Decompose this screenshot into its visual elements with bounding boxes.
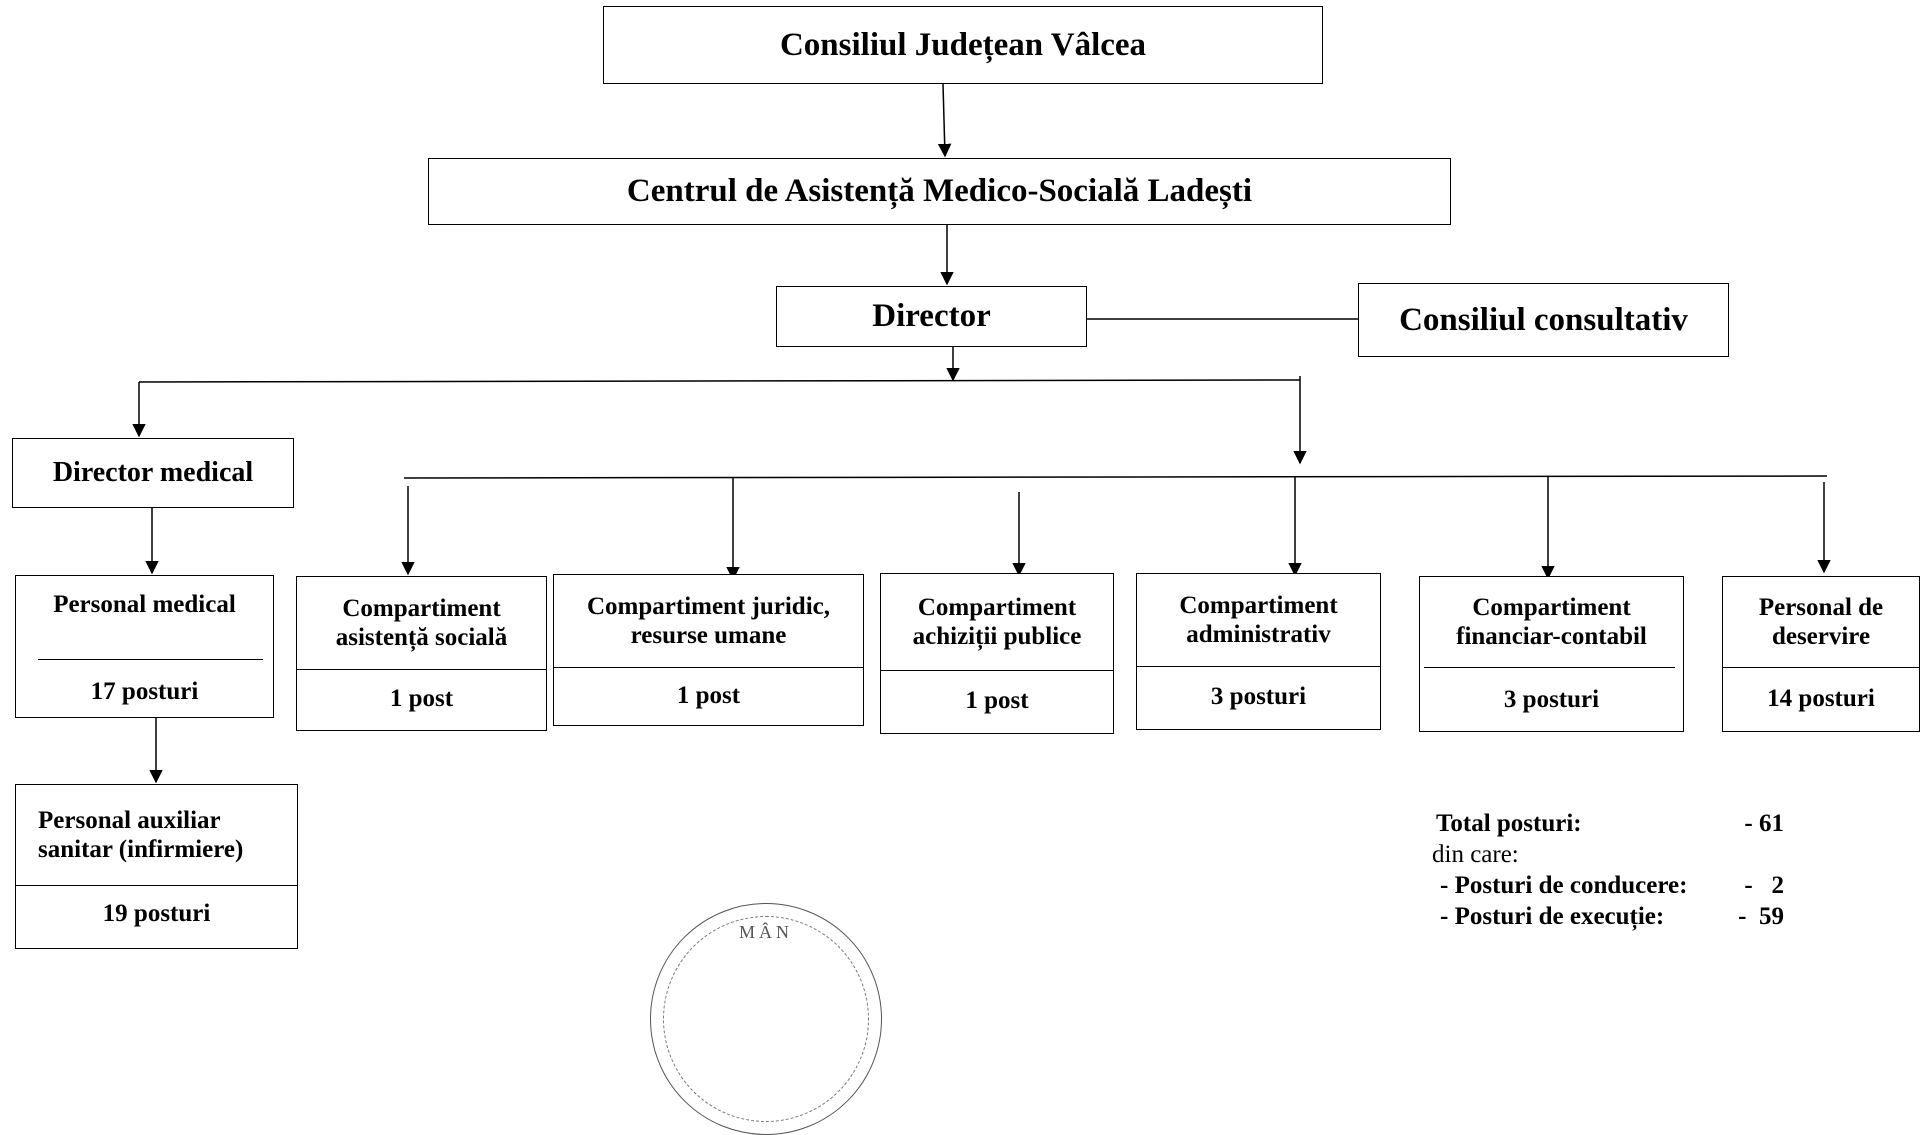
medical-staff-count: 17 posturi (90, 678, 199, 705)
official-stamp: MÂN (650, 903, 882, 1135)
stamp-text: MÂN (738, 922, 793, 942)
divider (297, 669, 546, 670)
department-box-service-staff: Personal de deservire 14 posturi (1722, 576, 1920, 732)
department-box-social: Compartiment asistență socială 1 post (296, 576, 547, 731)
divider (16, 885, 297, 886)
medical-staff-title: Personal medical (53, 591, 236, 619)
department-box-administrative: Compartiment administrativ 3 posturi (1136, 573, 1381, 730)
medical-director-label: Director medical (52, 457, 254, 488)
department-title-line2: administrativ (1186, 621, 1331, 648)
auxiliary-staff-title-line2: sanitar (infirmiere) (38, 836, 244, 863)
department-count: 1 post (389, 685, 454, 712)
center-box: Centrul de Asistență Medico-Socială Lade… (428, 158, 1451, 225)
total-posts-label: Total posturi: (1436, 810, 1582, 837)
department-box-legal-hr: Compartiment juridic, resurse umane 1 po… (553, 574, 864, 726)
department-count: 14 posturi (1767, 685, 1875, 712)
execution-posts-value: - 59 (1738, 903, 1784, 930)
execution-posts-label: - Posturi de execuție: (1440, 903, 1665, 930)
advisory-council-box: Consiliul consultativ (1358, 283, 1729, 357)
divider (1137, 666, 1380, 667)
of-which-label: din care: (1432, 841, 1519, 868)
director-box: Director (776, 286, 1087, 347)
department-title-line2: deservire (1771, 623, 1871, 650)
divider (1723, 667, 1919, 668)
leadership-posts-label: - Posturi de conducere: (1440, 872, 1688, 899)
department-title-line1: Compartiment (342, 594, 501, 622)
council-box: Consiliul Județean Vâlcea (603, 6, 1323, 84)
connector-lines (132, 83, 1831, 784)
divider (1424, 667, 1675, 668)
auxiliary-staff-box: Personal auxiliar sanitar (infirmiere) 1… (15, 784, 298, 949)
department-title-line1: Personal de (1758, 593, 1884, 621)
director-label: Director (872, 298, 991, 334)
department-title-line1: Compartiment (917, 593, 1077, 621)
department-count: 1 post (676, 682, 741, 709)
department-title-line2: resurse umane (630, 622, 787, 649)
department-count: 3 posturi (1503, 686, 1600, 713)
medical-staff-box: Personal medical 17 posturi (15, 575, 274, 718)
medical-director-box: Director medical (12, 438, 294, 508)
department-box-procurement: Compartiment achiziții publice 1 post (880, 573, 1114, 734)
department-title-line1: Compartiment (1472, 593, 1631, 621)
advisory-council-label: Consiliul consultativ (1399, 301, 1688, 338)
leadership-posts-value: - 2 (1744, 872, 1784, 899)
department-title-line2: achiziții publice (912, 623, 1082, 650)
department-title-line2: asistență socială (335, 624, 508, 651)
divider (881, 670, 1113, 671)
auxiliary-staff-count: 19 posturi (102, 900, 211, 928)
department-count: 1 post (965, 687, 1029, 714)
department-box-finance: Compartiment financiar-contabil 3 postur… (1419, 576, 1684, 732)
total-posts-value: - 61 (1744, 810, 1784, 837)
department-count: 3 posturi (1210, 683, 1307, 710)
divider (38, 659, 263, 660)
council-label: Consiliul Județean Vâlcea (779, 26, 1147, 63)
department-title-line1: Compartiment juridic, (586, 592, 831, 620)
center-label: Centrul de Asistență Medico-Socială Lade… (626, 173, 1253, 209)
totals-summary: Total posturi: - 61 din care: - Posturi … (1432, 808, 1862, 932)
department-title-line2: financiar-contabil (1456, 623, 1647, 650)
divider (554, 667, 863, 668)
stamp-inner-ring (663, 916, 869, 1122)
department-title-line1: Compartiment (1179, 591, 1338, 619)
auxiliary-staff-title-line1: Personal auxiliar (38, 806, 221, 834)
